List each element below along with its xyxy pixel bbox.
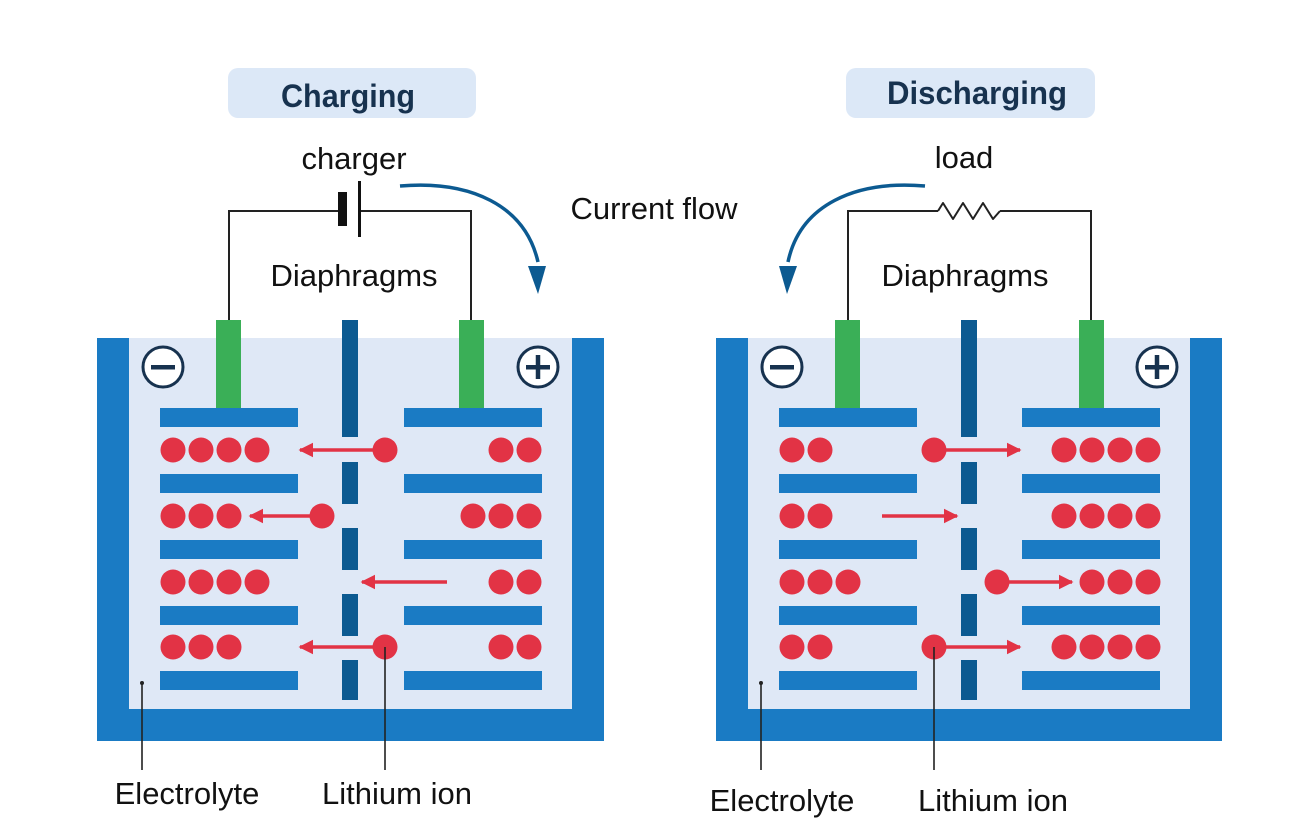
discharging-anode-ions	[779, 437, 861, 660]
discharging-moving-ions	[882, 437, 1074, 660]
discharging-current-arrowhead	[779, 266, 797, 294]
resistor-icon	[937, 202, 1001, 220]
discharging-negative-terminal	[835, 320, 860, 409]
discharging-lithium-ion-label: Lithium ion	[918, 783, 1068, 818]
charging-separator	[342, 320, 358, 700]
current-flow-label: Current flow	[570, 191, 738, 226]
discharging-negative-symbol	[760, 345, 804, 389]
charging-anode-plates	[160, 408, 298, 690]
discharging-circuit-wire	[847, 210, 1092, 320]
discharging-title: Discharging	[887, 75, 1067, 111]
charging-negative-terminal	[216, 320, 241, 409]
battery-cell-icon	[338, 181, 361, 237]
charging-positive-symbol	[516, 345, 560, 389]
charging-cathode-ions	[460, 437, 542, 660]
discharging-current-flow-arrow	[786, 183, 926, 263]
charging-positive-terminal	[459, 320, 484, 409]
charging-circuit-wire	[228, 210, 472, 320]
charger-label: charger	[301, 141, 406, 176]
discharging-cathode-plates	[1022, 408, 1160, 690]
discharging-title-badge	[846, 68, 1095, 118]
charging-panel: Charging charger Diaphragms	[97, 68, 604, 811]
charging-cathode-plates	[404, 408, 542, 690]
charging-current-flow-arrow	[399, 183, 540, 263]
discharging-separator	[961, 320, 977, 700]
charging-leader-lines	[140, 647, 386, 770]
charging-current-arrowhead	[528, 266, 546, 294]
discharging-electrolyte-label: Electrolyte	[710, 783, 855, 818]
discharging-leader-lines	[759, 647, 935, 770]
discharging-panel: Discharging load Diaphragms	[710, 68, 1222, 818]
charging-negative-symbol	[141, 345, 185, 389]
charging-title-badge	[228, 68, 476, 118]
discharging-positive-terminal	[1079, 320, 1104, 409]
charging-electrolyte-label: Electrolyte	[115, 776, 260, 811]
discharging-positive-symbol	[1135, 345, 1179, 389]
charging-title: Charging	[281, 78, 415, 114]
charging-diaphragms-label: Diaphragms	[270, 258, 437, 293]
discharging-diaphragms-label: Diaphragms	[881, 258, 1048, 293]
discharging-anode-plates	[779, 408, 917, 690]
charging-anode-ions	[160, 437, 270, 660]
load-label: load	[935, 140, 994, 175]
charging-lithium-ion-label: Lithium ion	[322, 776, 472, 811]
discharging-cathode-ions	[1051, 437, 1161, 660]
